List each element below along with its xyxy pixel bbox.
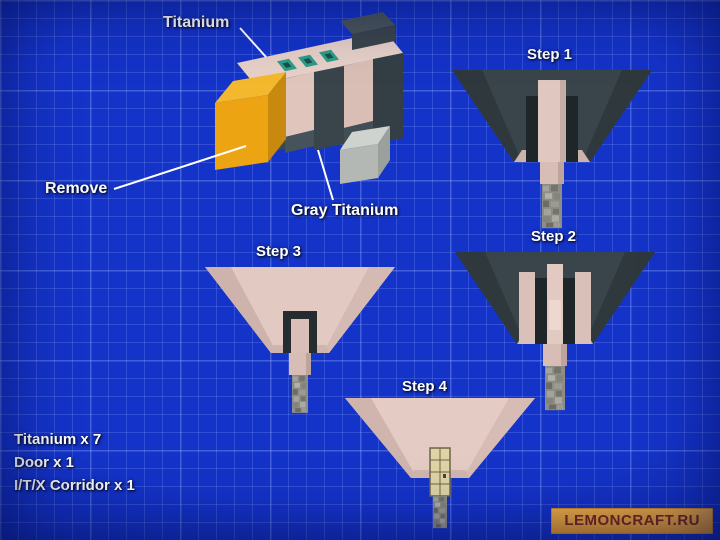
step2-title: Step 2 [531,228,577,245]
step1-floor-tongue [540,162,564,184]
step3-floor-tongue [289,353,311,375]
material-item-door: Door x 1 [14,454,75,471]
step1-cobble-pillar [542,184,562,229]
step3-corridor-opening [283,311,317,353]
step1-view [452,70,652,230]
material-item-titanium: Titanium x 7 [14,431,102,448]
step4-title: Step 4 [402,378,448,395]
step2-cobble-pillar [545,366,565,411]
callout-label-gray-titanium: Gray Titanium [291,202,399,219]
step2-view [455,252,655,412]
step2-graphic [455,252,655,411]
step4-view [345,398,535,532]
corridor-model [190,10,420,220]
step2-floor-tongue [543,344,567,366]
step1-title: Step 1 [527,46,573,63]
step4-graphic [345,398,535,529]
callout-label-titanium: Titanium [163,14,230,31]
step3-title: Step 3 [256,243,302,260]
door-handle-icon [443,474,446,478]
site-watermark: LEMONCRAFT.RU [551,508,713,534]
remove-yellow-block [215,72,286,170]
step3-cobble-pillar [292,375,308,413]
step2-corridor-opening [519,264,591,344]
step4-cobble-pillar [433,496,447,529]
step3-graphic [205,267,395,413]
material-item-corridor: I/T/X Corridor x 1 [14,477,135,494]
callout-label-remove: Remove [45,180,108,197]
step3-view [205,267,395,417]
step4-door [429,447,451,497]
step1-graphic [452,70,652,229]
corridor-model-graphic [215,12,403,184]
materials-list: Titanium x 7 Door x 1 I/T/X Corridor x 1 [14,428,135,497]
